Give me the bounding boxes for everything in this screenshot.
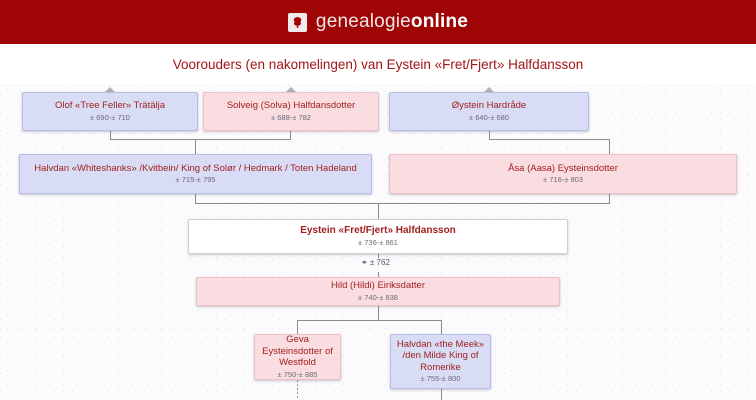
person-node-hild[interactable]: Hild (Hildi) Eiriksdatter ± 740-± 838 [196,277,560,306]
expand-up-icon-oystein[interactable] [484,87,494,92]
person-name: Åsa (Aasa) Eysteinsdotter [508,162,618,174]
connector-solveig-down [290,131,291,140]
expand-up-icon-solveig[interactable] [286,87,296,92]
family-tree-icon [287,12,307,32]
brand-name-first: genealogie [315,11,411,32]
person-dates: ± 755-± 800 [420,374,461,384]
person-name: Hild (Hildi) Eiriksdatter [331,280,425,292]
person-node-halvdan-meek[interactable]: Halvdan «the Meek» /den Milde King of Ro… [390,334,491,389]
page-title: Voorouders (en nakomelingen) van Eystein… [172,56,584,72]
person-dates: ± 688-± 782 [271,112,311,122]
connector-parents-bar-2 [489,139,610,140]
person-node-olof[interactable]: Olof «Tree Feller» Trätälja ± 690-± 710 [22,92,198,131]
connector-oystein-down [489,131,490,140]
person-name: Øystein Hardråde [451,100,527,112]
person-node-solveig[interactable]: Solveig (Solva) Halfdansdotter ± 688-± 7… [203,92,379,131]
person-dates: ± 690-± 710 [90,112,130,122]
person-dates: ± 740-± 838 [358,292,398,302]
person-dates: ± 715-± 795 [175,175,216,185]
connector-parents-bar-1 [110,139,291,140]
person-name: Halvdan «Whiteshanks» /Kvitbein/ King of… [34,162,357,174]
person-node-geva[interactable]: Geva Eysteinsdotter of Westfold ± 750-± … [254,334,341,380]
person-dates: ± 750-± 885 [277,369,318,379]
connector-to-eystein [378,203,379,219]
person-node-asa[interactable]: Åsa (Aasa) Eysteinsdotter ± 716-± 803 [389,154,737,194]
person-name: Geva Eysteinsdotter of Westfold [262,334,333,369]
person-node-oystein[interactable]: Øystein Hardråde ± 640-± 680 [389,92,589,131]
connector-marriage-down [378,272,379,277]
site-header: genealogieonline [0,0,756,44]
connector-to-halvdan-meek [441,320,442,334]
tree-canvas[interactable]: Olof «Tree Feller» Trätälja ± 690-± 710 … [0,84,756,400]
page-subtitle-bar: Voorouders (en nakomelingen) van Eystein… [0,44,756,84]
marriage-icon: ⚭ [361,258,368,267]
person-node-halvdan-whiteshanks[interactable]: Halvdan «Whiteshanks» /Kvitbein/ King of… [19,154,372,194]
connector-eystein-down [378,254,379,258]
person-dates: ± 716-± 803 [543,175,583,185]
connector-hild-down [378,306,379,320]
connector-geva-descendants-dotted [297,380,298,400]
connector-children-bar [297,320,441,321]
marriage-label: ⚭ ± 762 [361,258,390,267]
expand-up-icon-olof[interactable] [105,87,115,92]
connector-olof-down [110,131,111,140]
brand-name: genealogieonline [316,11,468,33]
connector-to-halvdan-white [195,139,196,154]
person-dates: ± 736-± 861 [358,237,398,247]
connector-halvdan-white-down [195,194,196,204]
brand-logo-link[interactable]: genealogieonline [287,11,468,33]
person-node-eystein-focus[interactable]: Eystein «Fret/Fjert» Halfdansson ± 736-±… [188,219,568,254]
connector-asa-down [609,194,610,204]
person-dates: ± 640-± 680 [469,112,509,122]
brand-name-second: online [410,11,469,32]
marriage-date: ± 762 [369,258,390,267]
person-name: Solveig (Solva) Halfdansdotter [226,100,356,112]
connector-to-asa [609,139,610,154]
person-name: Eystein «Fret/Fjert» Halfdansson [300,225,456,237]
connector-parents-bar-3 [195,203,610,204]
connector-to-geva [297,320,298,334]
person-name: Olof «Tree Feller» Trätälja [55,100,165,112]
person-name: Halvdan «the Meek» /den Milde King of Ro… [396,338,485,373]
connector-halvdan-meek-descendants [441,389,442,400]
